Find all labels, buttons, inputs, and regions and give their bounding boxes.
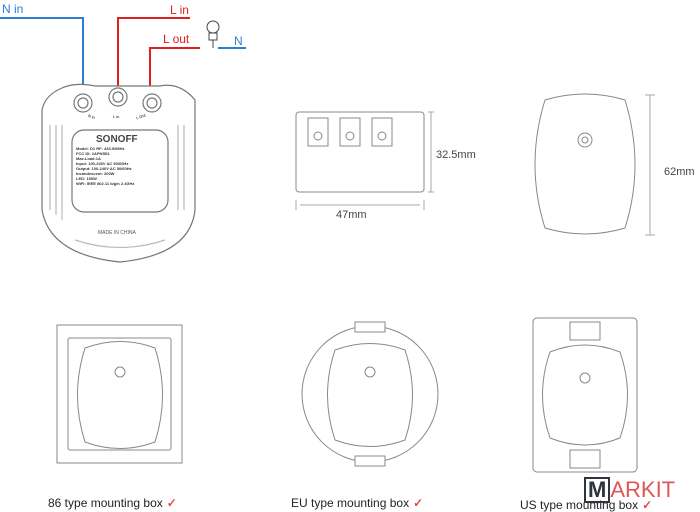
- n-in-label: N in: [2, 2, 24, 16]
- device-front-view: [534, 93, 655, 236]
- spec-line: Output: 100-240V AC 50/60Hz: [76, 166, 132, 171]
- mounting-86: [56, 324, 183, 464]
- brand-logo: SONOFF: [96, 134, 138, 145]
- spec-line: Max.Load:1A: [76, 156, 101, 161]
- caption-eu: EU type mounting box✓: [291, 496, 423, 510]
- device-front-wired: [41, 83, 196, 263]
- l-in-label: L in: [170, 3, 189, 17]
- spec-line: Input: 100-240V AC 50/60Hz: [76, 161, 129, 166]
- made-in-label: MADE IN CHINA: [98, 230, 136, 236]
- check-icon: ✓: [413, 496, 424, 510]
- spec-line: WiFi: IEEE 802.11 b/g/n 2.4GHz: [76, 181, 135, 186]
- check-icon: ✓: [166, 496, 177, 510]
- dim-side-width: 47mm: [336, 209, 367, 221]
- n-label: N: [234, 34, 243, 48]
- caption-86: 86 type mounting box✓: [48, 496, 177, 510]
- spec-line: Model: D1 RF: 433.92MHz: [76, 146, 125, 151]
- bulb-icon: [206, 20, 220, 48]
- caption-86-text: 86 type mounting box: [48, 496, 163, 510]
- dim-side-height: 32.5mm: [436, 149, 476, 161]
- device-side-view: [295, 111, 434, 210]
- terminal-l-label: L in: [113, 114, 120, 119]
- wiring: [0, 17, 246, 90]
- spec-list: Model: D1 RF: 433.92MHz FCC ID: 2APN5D1 …: [76, 146, 134, 186]
- mounting-us: [532, 317, 638, 473]
- spec-line: FCC ID: 2APN5D1: [76, 151, 110, 156]
- spec-line: Incandescent: 200W: [76, 171, 115, 176]
- check-icon: ✓: [642, 498, 653, 512]
- l-out-label: L out: [163, 32, 190, 46]
- dim-front-height: 62mm: [664, 166, 695, 178]
- watermark-m: M: [584, 477, 611, 503]
- mounting-eu: [301, 321, 439, 467]
- watermark-rest: ARKIT: [610, 477, 676, 502]
- caption-eu-text: EU type mounting box: [291, 496, 410, 510]
- spec-line: LED: 150W: [76, 176, 97, 181]
